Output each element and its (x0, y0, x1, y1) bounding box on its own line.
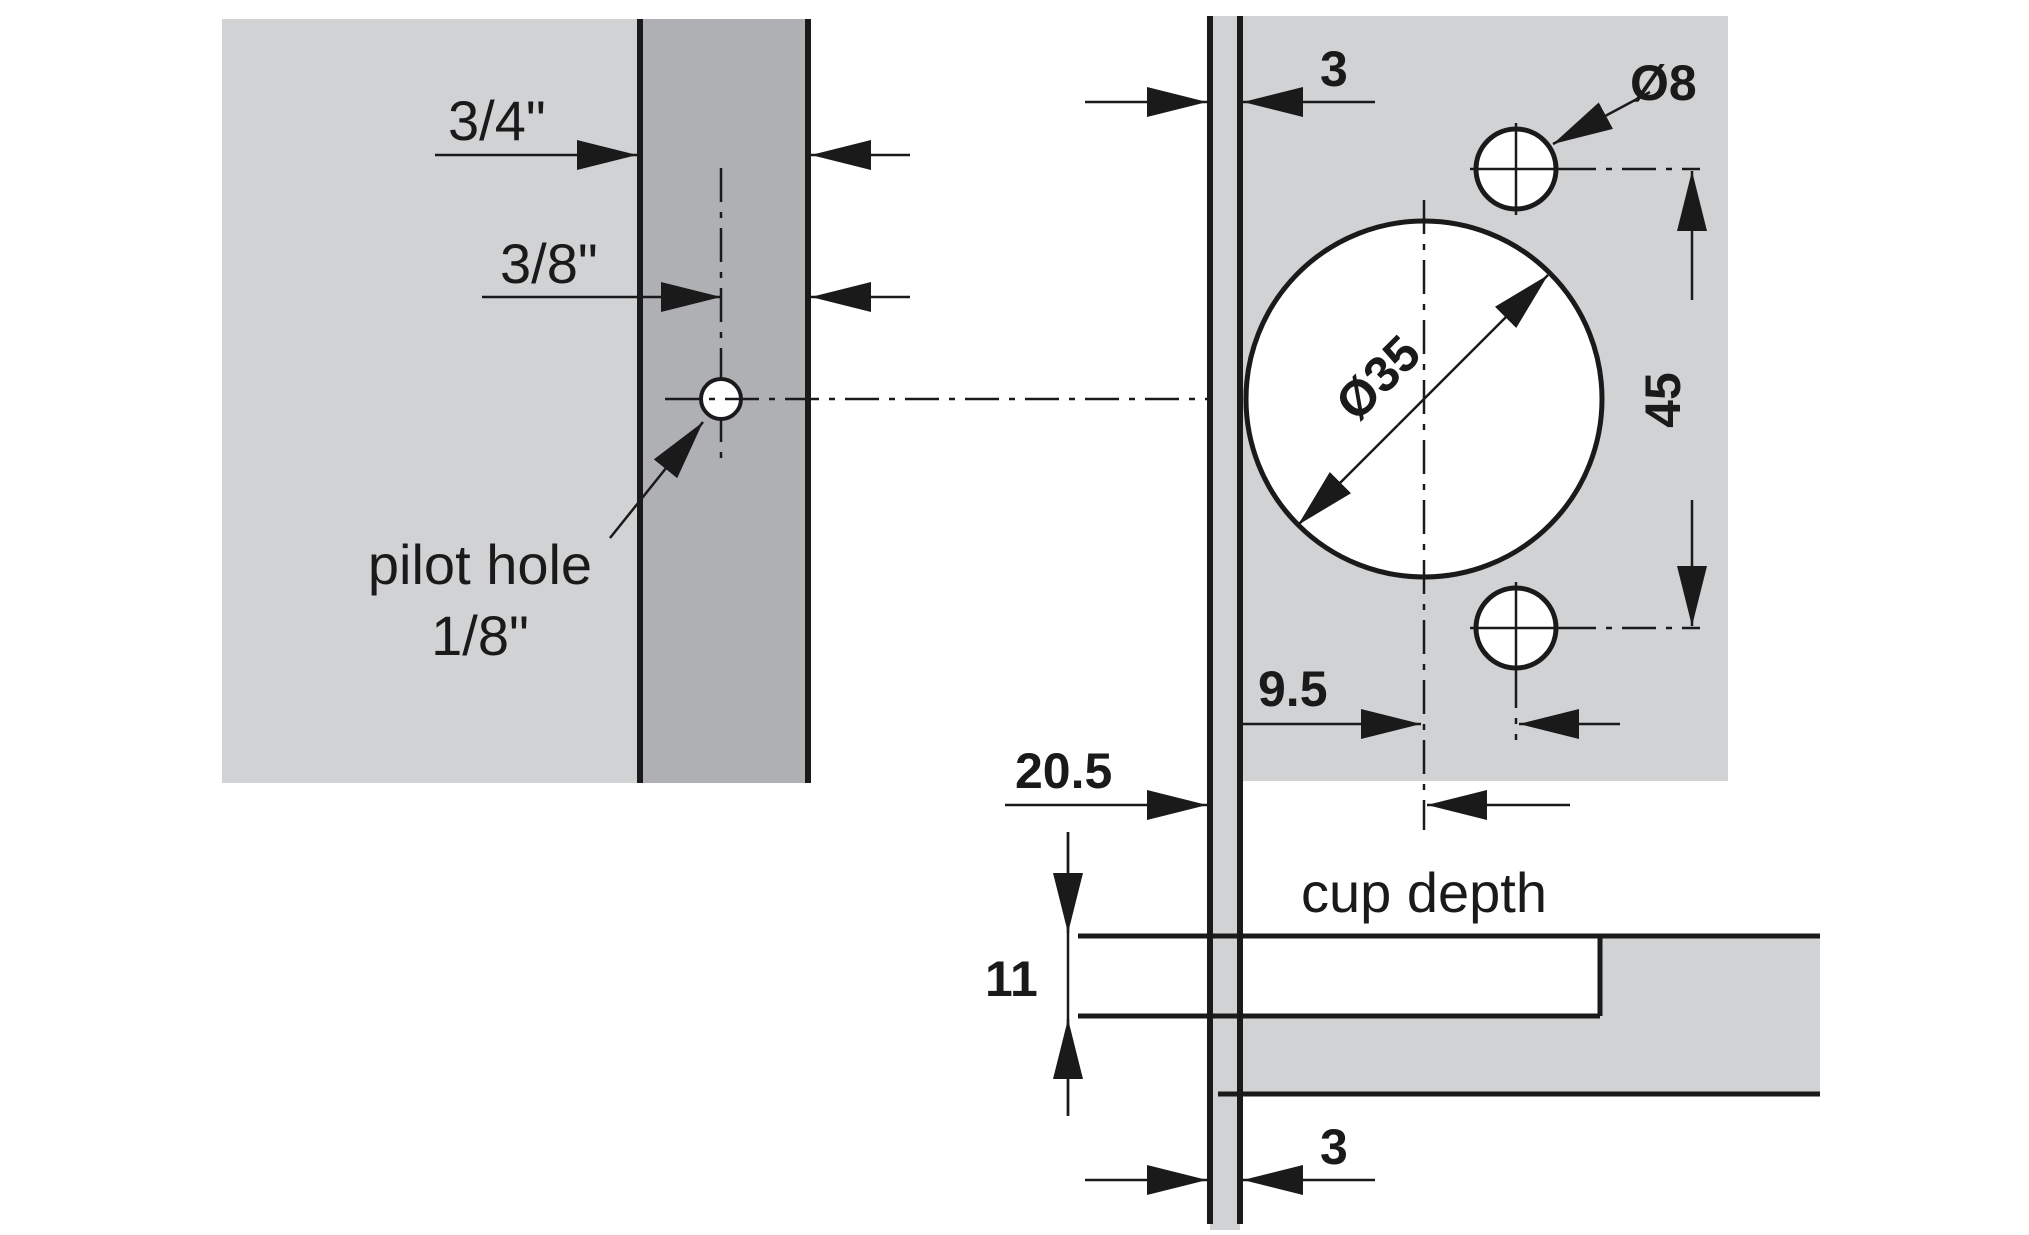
pilot-hole-label-line1: pilot hole (368, 533, 592, 596)
three-top-label: 3 (1320, 41, 1348, 97)
nine-five-label: 9.5 (1258, 661, 1328, 717)
door-face-panel (222, 19, 640, 783)
three-eighth-label: 3/8" (500, 232, 598, 295)
dia-8-label: Ø8 (1630, 55, 1697, 111)
dia-8-leader (1552, 90, 1651, 146)
cup-depth-pocket (1240, 936, 1600, 1016)
cup-diameter-arrow-back (1297, 424, 1399, 526)
screw-hole-top-icon (1470, 123, 1700, 215)
left-edge-view: 3/4" 3/8" pilot hole 1/8" (222, 19, 910, 783)
three-quarter-label: 3/4" (448, 89, 546, 152)
cabinet-side-outline (1078, 933, 1820, 1097)
pilot-hole-label-line2: 1/8" (431, 604, 529, 667)
three-bottom-label: 3 (1320, 1119, 1348, 1175)
twenty-five-label: 20.5 (1015, 743, 1112, 799)
cup-depth-label: cup depth (1301, 861, 1547, 924)
screw-hole-bottom-icon (1470, 582, 1700, 674)
forty-five-label: 45 (1635, 372, 1691, 428)
door-edge-strip (1210, 16, 1240, 1230)
right-boring-view: Ø35 Ø8 45 3 (985, 16, 1820, 1230)
cup-diameter-arrow (1397, 274, 1549, 426)
pilot-hole-leader (609, 421, 704, 539)
eleven-label: 11 (985, 951, 1038, 1007)
